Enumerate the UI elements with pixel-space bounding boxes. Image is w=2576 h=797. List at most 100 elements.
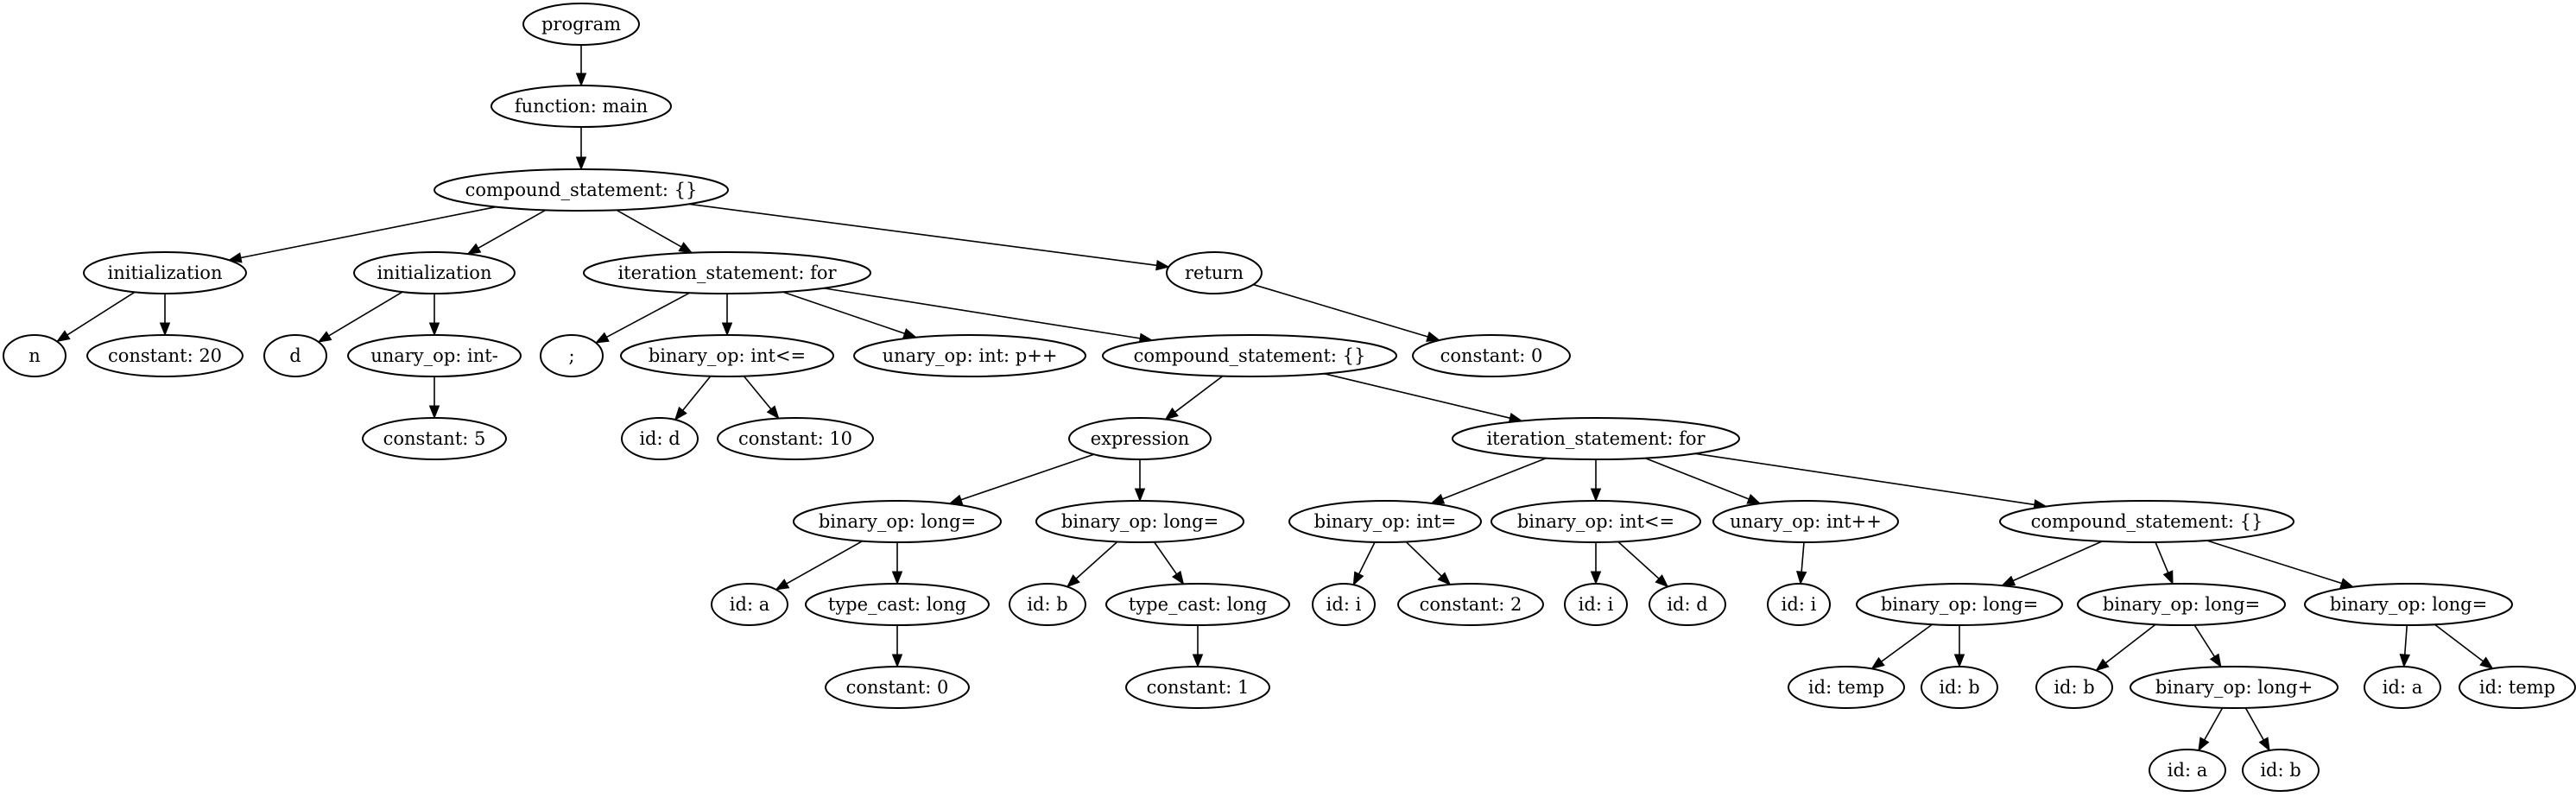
tree-node-n13: binary_op: int<= bbox=[620, 334, 834, 377]
arrowhead-icon bbox=[1953, 654, 1965, 668]
arrowhead-icon bbox=[2258, 737, 2270, 752]
node-label: id: i bbox=[1782, 594, 1817, 615]
edge-n38-n45 bbox=[2193, 624, 2222, 668]
node-label: compound_statement: {} bbox=[465, 180, 698, 200]
node-label: expression bbox=[1091, 428, 1190, 449]
node-label: iteration_statement: for bbox=[617, 263, 837, 283]
edge-n3-n5 bbox=[466, 209, 547, 255]
node-ellipse bbox=[621, 417, 699, 460]
node-label: constant: 1 bbox=[1147, 677, 1250, 698]
tree-node-n14: unary_op: int: p++ bbox=[853, 334, 1086, 377]
node-ellipse bbox=[1288, 500, 1482, 543]
node-ellipse bbox=[1102, 334, 1397, 377]
edge-line bbox=[782, 291, 905, 334]
tree-node-n19: constant: 10 bbox=[717, 417, 874, 460]
edge-line bbox=[2155, 541, 2169, 573]
node-label: id: b bbox=[2054, 677, 2094, 698]
node-ellipse bbox=[2242, 749, 2320, 792]
arrowhead-icon bbox=[466, 243, 482, 255]
node-ellipse bbox=[434, 168, 729, 212]
arrowhead-icon bbox=[428, 405, 440, 420]
node-label: unary_op: int: p++ bbox=[883, 345, 1058, 366]
node-label: id: temp bbox=[2479, 677, 2555, 698]
edge-n25-n34 bbox=[1590, 542, 1602, 585]
node-label: id: b bbox=[1027, 594, 1067, 615]
node-ellipse bbox=[711, 583, 788, 626]
tree-node-n42: id: temp bbox=[1788, 666, 1905, 709]
node-label: binary_op: long+ bbox=[2155, 677, 2313, 698]
node-label: constant: 0 bbox=[846, 677, 949, 698]
arrowhead-icon bbox=[2399, 654, 2411, 668]
edge-line bbox=[2204, 707, 2224, 741]
edge-line bbox=[2193, 624, 2216, 657]
node-ellipse bbox=[2077, 583, 2286, 626]
tree-node-n8: n bbox=[3, 334, 66, 377]
arrowhead-icon bbox=[678, 242, 693, 254]
node-ellipse bbox=[2364, 666, 2441, 709]
node-ellipse bbox=[353, 251, 516, 294]
arrowhead-icon bbox=[55, 330, 71, 343]
edge-n22-n28 bbox=[775, 540, 864, 591]
arrowhead-icon bbox=[2209, 653, 2222, 668]
node-ellipse bbox=[491, 85, 672, 128]
arrowhead-icon bbox=[1655, 574, 1669, 588]
node-label: function: main bbox=[515, 96, 648, 117]
arrowhead-icon bbox=[1437, 572, 1452, 585]
tree-node-n15: compound_statement: {} bbox=[1102, 334, 1397, 377]
arrowhead-icon bbox=[1746, 494, 1762, 504]
tree-node-n45: binary_op: long+ bbox=[2130, 666, 2339, 709]
edge-n24-n33 bbox=[1405, 541, 1452, 585]
edge-line bbox=[2403, 624, 2408, 655]
node-label: compound_statement: {} bbox=[2031, 511, 2263, 532]
node-ellipse bbox=[2130, 666, 2339, 709]
tree-node-n24: binary_op: int= bbox=[1288, 500, 1482, 543]
edge-n27-n39 bbox=[2206, 540, 2355, 589]
edge-n38-n44 bbox=[2095, 623, 2156, 672]
node-ellipse bbox=[583, 251, 871, 294]
arrowhead-icon bbox=[159, 322, 171, 337]
tree-node-n3: compound_statement: {} bbox=[434, 168, 729, 212]
node-label: return bbox=[1185, 263, 1244, 283]
node-label: id: a bbox=[730, 594, 769, 615]
node-ellipse bbox=[1397, 583, 1544, 626]
edge-n2-n3 bbox=[575, 127, 587, 171]
tree-node-n4: initialization bbox=[83, 251, 247, 294]
edge-n13-n19 bbox=[743, 376, 780, 420]
edge-n15-n21 bbox=[1324, 372, 1523, 424]
node-ellipse bbox=[1649, 583, 1726, 626]
arrowhead-icon bbox=[2162, 570, 2174, 585]
tree-node-n40: constant: 0 bbox=[825, 666, 970, 709]
tree-node-n47: id: temp bbox=[2459, 666, 2576, 709]
arrowhead-icon bbox=[1164, 407, 1179, 421]
node-label: id: d bbox=[639, 428, 680, 449]
tree-node-n22: binary_op: long= bbox=[793, 500, 1002, 543]
tree-node-n21: iteration_statement: for bbox=[1452, 417, 1740, 460]
edge-n20-n23 bbox=[1134, 459, 1146, 503]
edge-line bbox=[1442, 457, 1547, 500]
arrowhead-icon bbox=[575, 73, 587, 87]
arrowhead-icon bbox=[891, 571, 903, 585]
node-label: constant: 0 bbox=[1440, 345, 1543, 366]
node-label: id: b bbox=[2260, 760, 2301, 781]
node-ellipse bbox=[1767, 583, 1831, 626]
edge-line bbox=[1253, 283, 1428, 338]
arrowhead-icon bbox=[766, 405, 780, 420]
node-label: binary_op: int<= bbox=[1517, 511, 1674, 532]
tree-node-n44: id: b bbox=[2035, 666, 2113, 709]
edge-line bbox=[1644, 457, 1750, 500]
arrowhead-icon bbox=[227, 252, 243, 263]
tree-node-n20: expression bbox=[1068, 417, 1212, 460]
tree-node-n27: compound_statement: {} bbox=[1999, 500, 2294, 543]
edge-n37-n43 bbox=[1953, 625, 1965, 668]
arrowhead-icon bbox=[1795, 571, 1807, 585]
tree-node-n46: id: a bbox=[2364, 666, 2441, 709]
node-label: constant: 5 bbox=[383, 428, 486, 449]
edge-n45-n48 bbox=[2198, 707, 2224, 752]
node-ellipse bbox=[1712, 500, 1899, 543]
tree-node-n26: unary_op: int++ bbox=[1712, 500, 1899, 543]
arrowhead-icon bbox=[594, 332, 610, 344]
node-ellipse bbox=[825, 666, 970, 709]
edge-line bbox=[240, 206, 497, 259]
edge-n5-n11 bbox=[428, 294, 440, 337]
node-ellipse bbox=[1788, 666, 1905, 709]
